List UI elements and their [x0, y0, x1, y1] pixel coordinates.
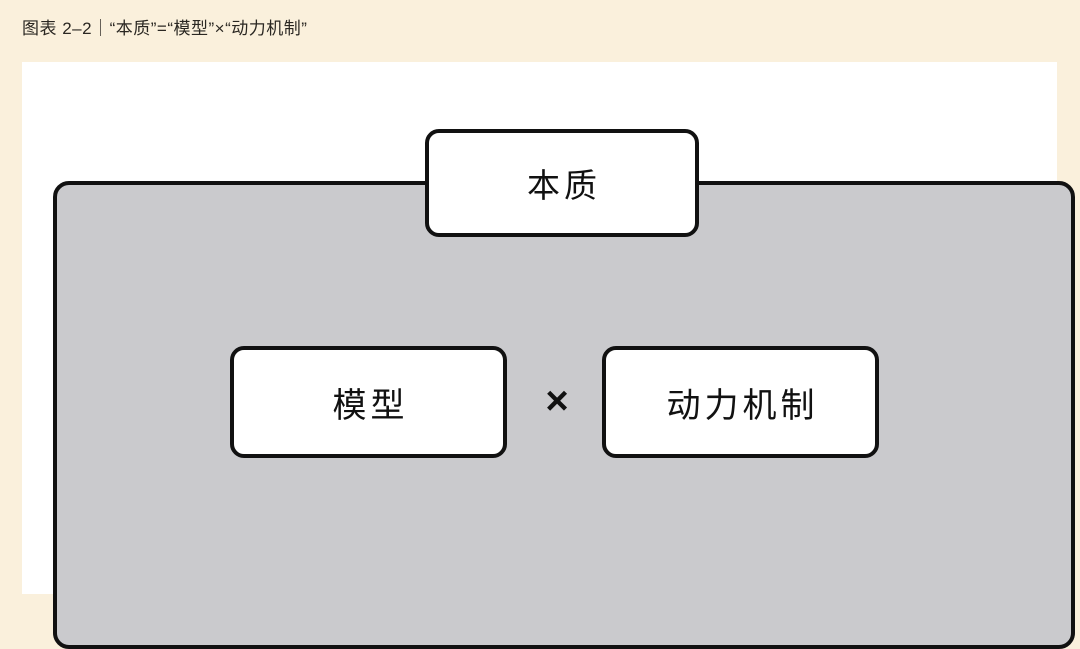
node-label-mechanism: 动力机制 [666, 386, 819, 425]
node-label-essence: 本质 [527, 167, 601, 204]
node-box-essence[interactable]: 本质 [425, 129, 699, 237]
node-label-model: 模型 [332, 386, 409, 425]
node-box-mechanism[interactable]: 动力机制 [602, 346, 879, 458]
figure-caption: 图表 2–2｜“本质”=“模型”×“动力机制” [22, 19, 308, 39]
grey-container-box [53, 181, 1075, 649]
node-box-model[interactable]: 模型 [230, 346, 507, 458]
multiply-operator-icon: × [545, 379, 569, 423]
diagram-canvas: 本质 模型 × 动力机制 [22, 62, 1075, 649]
